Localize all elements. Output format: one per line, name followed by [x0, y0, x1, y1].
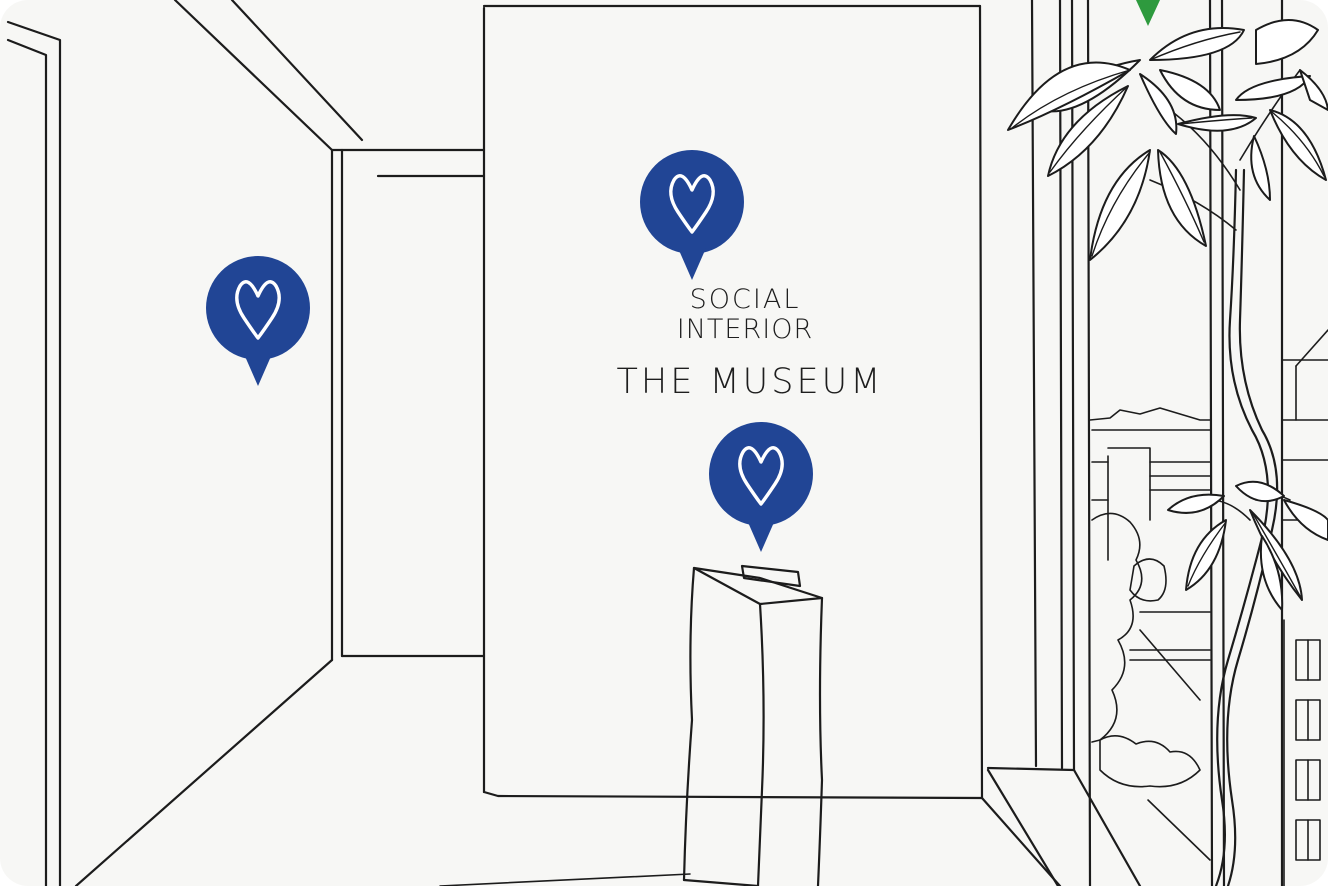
direction-arrow-icon[interactable]	[1134, 0, 1162, 28]
hotspot-pedestal[interactable]	[709, 422, 813, 552]
city-view	[1089, 329, 1328, 886]
heart-icon	[669, 174, 715, 234]
back-wall	[439, 4, 1062, 886]
sign-line-the-museum: THE MUSEUM	[616, 362, 884, 402]
sign-line-interior: INTERIOR	[676, 314, 814, 345]
pedestal	[682, 564, 824, 886]
potted-plant	[1007, 19, 1328, 886]
heart-icon	[738, 446, 784, 506]
hotspot-back-wall[interactable]	[640, 150, 744, 280]
hotspot-left-wall[interactable]	[206, 256, 310, 386]
corridor-wall	[330, 148, 486, 658]
left-wall	[6, 0, 364, 886]
heart-icon	[235, 280, 281, 340]
museum-sign: SOCIAL INTERIOR THE MUSEUM	[560, 280, 940, 410]
sign-line-social: SOCIAL	[689, 284, 801, 315]
window-frame	[986, 0, 1284, 886]
